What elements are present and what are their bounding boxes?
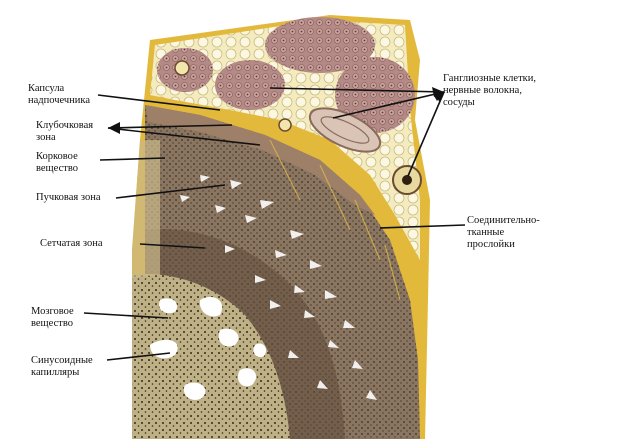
label-capsule: Капсула надпочечника (28, 83, 91, 106)
leader-ganglion-2 (332, 91, 445, 119)
connective-septa (269, 139, 401, 301)
label-medulla: Мозговое вещество (31, 306, 74, 329)
leader-lines (83, 87, 466, 361)
radial-sinusoids (180, 175, 377, 400)
label-cortex: Корковое вещество (36, 151, 78, 174)
leader-medulla (83, 312, 169, 319)
vessel-3 (174, 60, 190, 76)
nerve-bundle-inner (320, 116, 370, 144)
label-ganglion: Ганглиозные клетки, нервные волокна, сос… (443, 73, 537, 108)
ganglion-cluster-1 (265, 17, 375, 73)
nerve-bundle (308, 107, 382, 153)
leader-fascicular (115, 184, 226, 199)
glomerular-zone (145, 105, 375, 215)
vessel-1-lumen (402, 175, 412, 185)
label-sinusoids: Синусоидные капилляры (31, 355, 93, 378)
leader-reticular (139, 243, 206, 249)
leader-ganglion-1 (269, 87, 445, 93)
vessel-2 (278, 118, 292, 132)
ganglion-cluster-2 (335, 57, 415, 133)
leader-glomerular-1 (107, 124, 233, 129)
label-glomerular-zone: Клубочковая зона (36, 120, 94, 143)
leader-glomerular-2 (107, 127, 261, 146)
cortex-left-strip (132, 140, 160, 278)
label-reticular-zone: Сетчатая зона (40, 238, 103, 249)
label-fascicular-zone: Пучковая зона (36, 192, 101, 203)
medulla-texture (132, 274, 290, 439)
leader-ganglion-3 (407, 91, 445, 177)
leader-connective (379, 224, 466, 229)
ganglion-cluster-3 (215, 60, 285, 110)
leader-capsule (97, 94, 221, 111)
leader-cortex (99, 157, 166, 161)
leader-arrowheads (108, 87, 444, 134)
leader-sinusoids (106, 352, 171, 361)
label-connective: Соединительно- тканные прослойки (467, 215, 540, 250)
